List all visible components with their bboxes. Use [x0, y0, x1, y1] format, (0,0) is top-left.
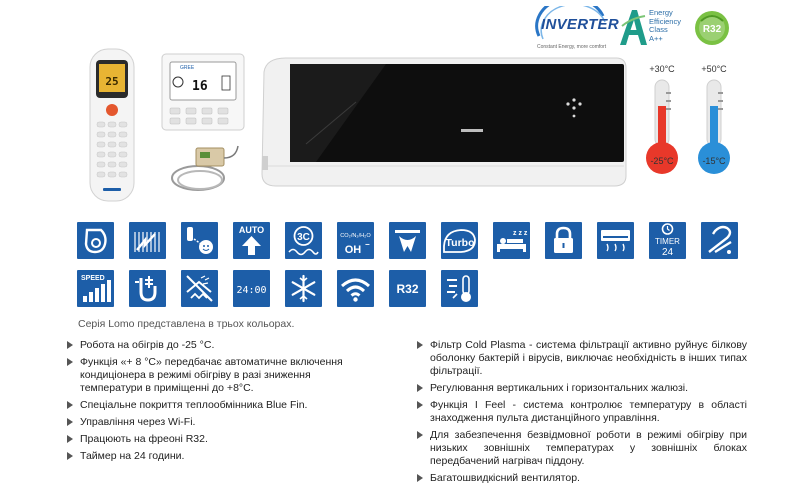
list-item-text: Управління через Wi-Fi. [80, 416, 196, 428]
bullet-arrow-icon [67, 452, 73, 460]
sleep-z: z z z [513, 230, 528, 237]
wifi-icon [337, 270, 374, 307]
turbo-icon: Turbo [441, 222, 478, 259]
energy-line-3: Class [649, 25, 668, 35]
timer-label: TIMER [655, 237, 680, 246]
list-item: Працюють на фреоні R32. [67, 433, 367, 446]
auto-mode-icon: AUTO [233, 222, 270, 259]
energy-line-2: Efficiency [649, 16, 681, 26]
anti-fungus-icon [181, 270, 218, 307]
thermo-heat-max: +30°C [649, 64, 675, 74]
r32-refrigerant-icon: R32 [389, 270, 426, 307]
speed-label: SPEED [81, 275, 105, 282]
list-item: Функція «+ 8 °C» передбачає автоматичне … [67, 356, 367, 395]
three-c-icon: 3C [285, 222, 322, 259]
thermo-heat-min: -25°C [650, 156, 674, 166]
blue-fin-icon [77, 222, 114, 259]
inverter-tagline: Constant Energy, more comfort [537, 44, 607, 50]
list-item-text: Фільтр Cold Plasma - система фільтрації … [430, 339, 747, 377]
energy-line-4: A++ [649, 33, 663, 43]
sleep-mode-icon: z z z [493, 222, 530, 259]
clock-24-icon: 24:00 [233, 270, 270, 307]
left-feature-list: Робота на обігрів до -25 °C. Функція «+ … [67, 339, 367, 467]
plus-eight-heating-icon [129, 270, 166, 307]
heat-exchanger-icon [129, 222, 166, 259]
list-item: Управління через Wi-Fi. [67, 416, 367, 429]
tray-heater-icon [597, 222, 634, 259]
list-item-text: Працюють на фреоні R32. [80, 433, 208, 445]
low-temperature-heating-icon [441, 270, 478, 307]
list-item-text: Для забезпечення безвідмовної роботи в р… [430, 429, 747, 467]
bullet-arrow-icon [67, 435, 73, 443]
cool-thermometer-icon [698, 79, 730, 174]
heat-thermometer-icon [646, 79, 678, 174]
i-feel-icon [181, 222, 218, 259]
energy-a-icon [620, 10, 647, 45]
remote-control-image: 25 [89, 48, 135, 202]
bullet-arrow-icon [417, 474, 423, 482]
flexible-pipe-icon [701, 222, 738, 259]
list-item-text: Функція «+ 8 °C» передбачає автоматичне … [80, 356, 343, 394]
indoor-unit-image [261, 57, 627, 187]
list-item-text: Робота на обігрів до -25 °C. [80, 339, 215, 351]
snowflake-icon [285, 270, 322, 307]
list-item: Багатошвидкісний вентилятор. [417, 472, 747, 485]
bullet-arrow-icon [67, 418, 73, 426]
controller-display: 16 [192, 79, 208, 94]
list-item: Фільтр Cold Plasma - система фільтрації … [417, 339, 747, 378]
inverter-logo-icon [535, 6, 606, 40]
bullet-arrow-icon [67, 341, 73, 349]
energy-line-1: Energy [649, 8, 673, 17]
list-item-text: Багатошвидкісний вентилятор. [430, 472, 580, 484]
auto-label: AUTO [239, 225, 264, 235]
louver-swing-icon [389, 222, 426, 259]
inverter-logo-text: INVERTER [541, 16, 619, 33]
list-item: Робота на обігрів до -25 °C. [67, 339, 367, 352]
timer-value: 24 [662, 247, 674, 258]
bullet-arrow-icon [417, 384, 423, 392]
bullet-arrow-icon [417, 401, 423, 409]
list-item: Функція I Feel - система контролює темпе… [417, 399, 747, 425]
wired-controller-image: GREE 16 [161, 53, 245, 131]
fan-speed-icon: SPEED [77, 270, 114, 307]
child-lock-icon [545, 222, 582, 259]
right-feature-list: Фільтр Cold Plasma - система фільтрації … [417, 339, 747, 489]
energy-class-badge: Energy Efficiency Class A++ [618, 8, 690, 48]
r32-badge-label: R32 [703, 24, 722, 35]
list-item: Для забезпечення безвідмовної роботи в р… [417, 429, 747, 468]
r32-eco-badge: R32 [695, 11, 729, 45]
thermo-cool-max: +50°C [701, 64, 727, 74]
plasma-sup: − [365, 240, 370, 249]
wifi-module-cable-image [171, 145, 239, 191]
list-item-text: Таймер на 24 години. [80, 450, 185, 462]
list-item: Спеціальне покриття теплообмінника Blue … [67, 399, 367, 412]
list-item: Регулювання вертикальних і горизонтальни… [417, 382, 747, 395]
r32-icon-label: R32 [396, 282, 418, 296]
plasma-oh: OH [345, 244, 362, 256]
bullet-arrow-icon [67, 401, 73, 409]
series-colors-text: Серія Lomo представлена в трьох кольорах… [78, 318, 295, 330]
thermo-cool-min: -15°C [702, 156, 726, 166]
three-c-label: 3C [297, 232, 310, 243]
bullet-arrow-icon [417, 431, 423, 439]
inverter-badge: INVERTER Constant Energy, more comfort [533, 6, 619, 52]
list-item-text: Спеціальне покриття теплообмінника Blue … [80, 399, 308, 411]
remote-display: 25 [105, 75, 118, 88]
cold-plasma-icon: CO₂/N₂/H₂O OH− [337, 222, 374, 259]
bullet-arrow-icon [417, 341, 423, 349]
list-item-text: Функція I Feel - система контролює темпе… [430, 399, 747, 424]
svg-text:GREE: GREE [180, 65, 195, 71]
list-item-text: Регулювання вертикальних і горизонтальни… [430, 382, 689, 394]
list-item: Таймер на 24 години. [67, 450, 367, 463]
plasma-molecules: CO₂/N₂/H₂O [340, 233, 371, 239]
clock-value: 24:00 [236, 285, 266, 296]
turbo-label: Turbo [446, 237, 475, 249]
bullet-arrow-icon [67, 358, 73, 366]
